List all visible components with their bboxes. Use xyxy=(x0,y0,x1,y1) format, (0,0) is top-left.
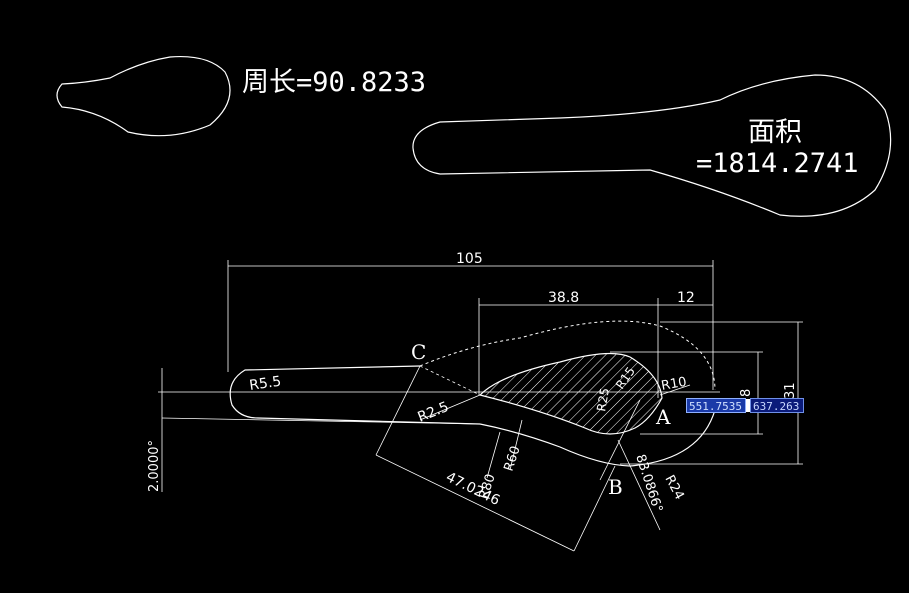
dim-38-text: 38.8 xyxy=(548,290,579,306)
leader-b xyxy=(599,399,641,481)
leader-r10 xyxy=(659,384,691,396)
dim-r10-text: R10 xyxy=(660,375,688,394)
leader-r60 xyxy=(509,419,523,471)
dim-105-text: 105 xyxy=(456,251,483,267)
leader-r80 xyxy=(486,431,501,479)
dim-12-text: 12 xyxy=(677,290,695,306)
hatched-region xyxy=(478,352,663,435)
coordinate-x-input[interactable]: 551.7535 xyxy=(686,398,746,413)
dim-r2-5-text: R2.5 xyxy=(416,399,452,426)
dim-47-ext-left xyxy=(375,365,421,456)
dim-47-ext-right xyxy=(573,465,616,552)
dim-47-line xyxy=(375,454,575,552)
area-label: 面积 xyxy=(748,117,802,148)
dim-31-text: 31 xyxy=(783,382,798,399)
leader-r24 xyxy=(617,439,661,531)
leader-c-dashed xyxy=(419,365,481,396)
dim-8-text: 8 xyxy=(739,389,754,397)
leader-r2-5 xyxy=(419,394,481,421)
dim-r25-text: R25 xyxy=(594,387,612,413)
point-c-label: C xyxy=(411,340,426,364)
handle-outline xyxy=(229,365,481,425)
dim-r5-5-text: R5.5 xyxy=(248,374,282,394)
area-value: =1814.2741 xyxy=(696,148,859,179)
perimeter-label: 周长=90.8233 xyxy=(242,67,427,98)
bowl-outline-lower xyxy=(479,409,716,467)
large-spoon-outline xyxy=(412,74,892,217)
angle-left-text: 2.0000° xyxy=(147,440,162,492)
dim-r60-text: R60 xyxy=(502,444,524,473)
text-cursor xyxy=(746,399,750,412)
small-spoon-outline xyxy=(56,55,231,137)
point-b-label: B xyxy=(608,475,623,499)
handle-lower-line xyxy=(161,417,481,425)
dim-r24-text: R24 xyxy=(661,473,686,503)
coordinate-y-input[interactable]: 637.263 xyxy=(750,398,804,413)
angle-b-text: 83.0866° xyxy=(632,453,665,515)
point-a-label: A xyxy=(655,405,671,429)
